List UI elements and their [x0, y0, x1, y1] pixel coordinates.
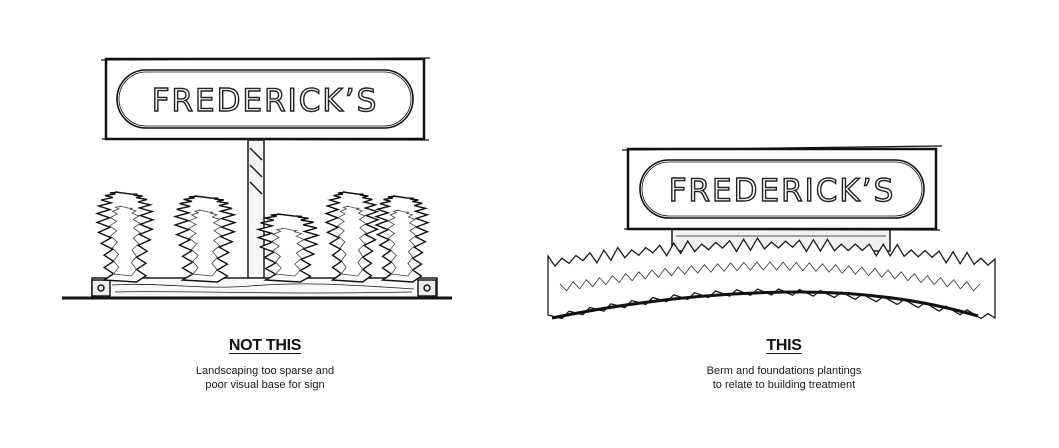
left-sign-drawing: FREDERICK’S: [62, 58, 452, 298]
shrub-1: [97, 192, 153, 282]
left-sign-text: FREDERICK’S: [152, 83, 379, 119]
shrub-2: [175, 196, 235, 282]
this-caption: Berm and foundations plantings to relate…: [634, 364, 934, 392]
shrub-5: [376, 196, 428, 282]
not-this-caption-line-2: poor visual base for sign: [115, 378, 415, 392]
left-planter-box: [92, 278, 437, 298]
right-sign-text: FREDERICK’S: [669, 173, 896, 209]
shrub-4: [326, 192, 378, 282]
right-berm: [548, 238, 995, 318]
this-caption-line-1: Berm and foundations plantings: [634, 364, 934, 378]
this-caption-line-2: to relate to building treatment: [634, 378, 934, 392]
not-this-caption-line-1: Landscaping too sparse and: [115, 364, 415, 378]
this-heading: THIS: [634, 337, 934, 355]
right-sign-drawing: FREDERICK’S: [548, 146, 995, 319]
not-this-heading: NOT THIS: [115, 337, 415, 355]
shrub-3: [258, 214, 318, 282]
not-this-caption: Landscaping too sparse and poor visual b…: [115, 364, 415, 392]
left-sign-post: [248, 140, 264, 285]
